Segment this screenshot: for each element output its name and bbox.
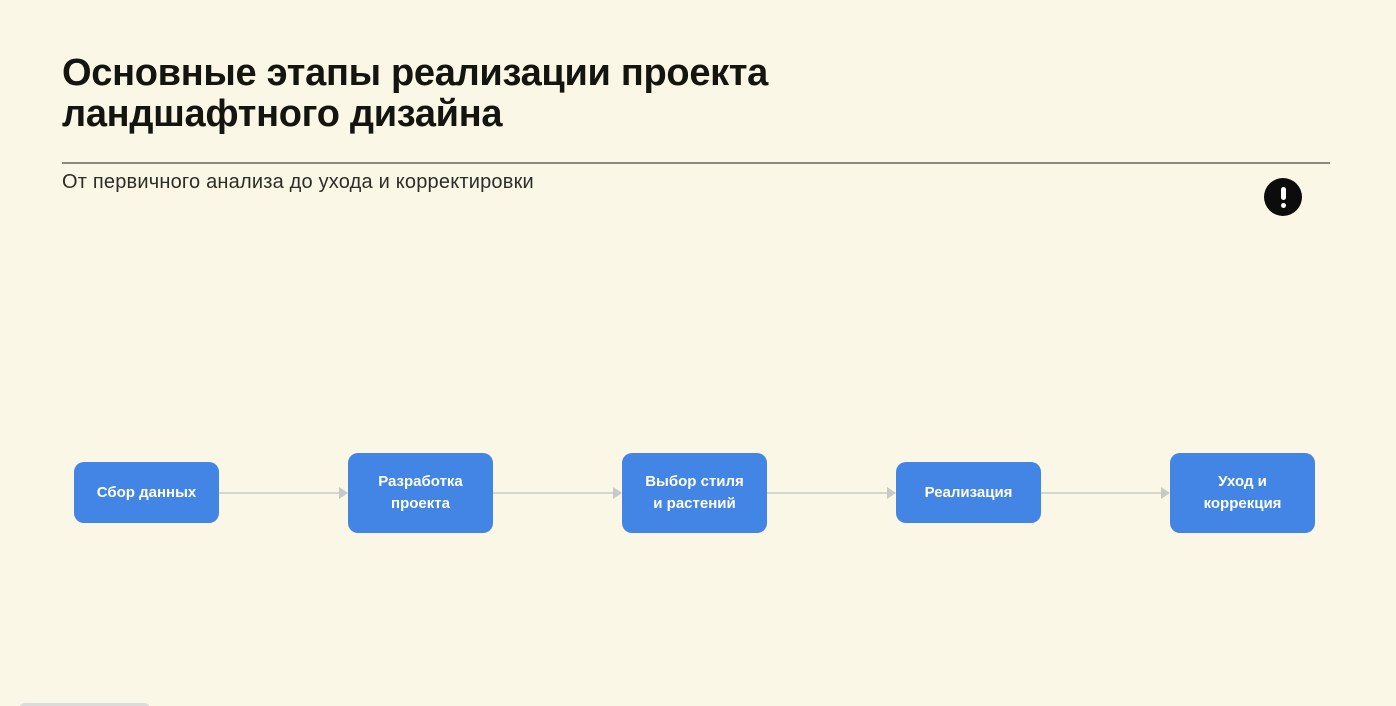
exclamation-icon[interactable] bbox=[1264, 178, 1302, 216]
divider bbox=[62, 162, 1330, 164]
bottom-partial-element bbox=[19, 703, 150, 706]
stage-box-project-development: Разработка проекта bbox=[348, 452, 493, 533]
stage-box-style-plants-choice: Выбор стиля и растений bbox=[622, 452, 767, 533]
exclamation-dot bbox=[1280, 202, 1286, 208]
arrow-right-icon bbox=[767, 486, 896, 499]
arrow-head bbox=[613, 486, 622, 499]
arrow-head bbox=[1161, 486, 1170, 499]
arrow-right-icon bbox=[493, 486, 622, 499]
page-title: Основные этапы реализации проекта ландша… bbox=[62, 52, 769, 135]
page-subtitle: От первичного анализа до ухода и коррект… bbox=[62, 171, 534, 193]
arrow-shaft bbox=[1041, 491, 1162, 494]
stage-box-care-correction: Уход и коррекция bbox=[1170, 452, 1315, 533]
arrow-head bbox=[887, 486, 896, 499]
stage-box-implementation: Реализация bbox=[896, 462, 1041, 523]
arrow-right-icon bbox=[1041, 486, 1170, 499]
arrow-right-icon bbox=[219, 486, 348, 499]
arrow-shaft bbox=[767, 491, 888, 494]
arrow-shaft bbox=[493, 491, 614, 494]
exclamation-bar bbox=[1280, 186, 1286, 200]
arrow-shaft bbox=[219, 491, 340, 494]
stage-box-data-collection: Сбор данных bbox=[74, 462, 219, 523]
process-flow: Сбор данных Разработка проекта Выбор сти… bbox=[74, 449, 1315, 536]
arrow-head bbox=[339, 486, 348, 499]
